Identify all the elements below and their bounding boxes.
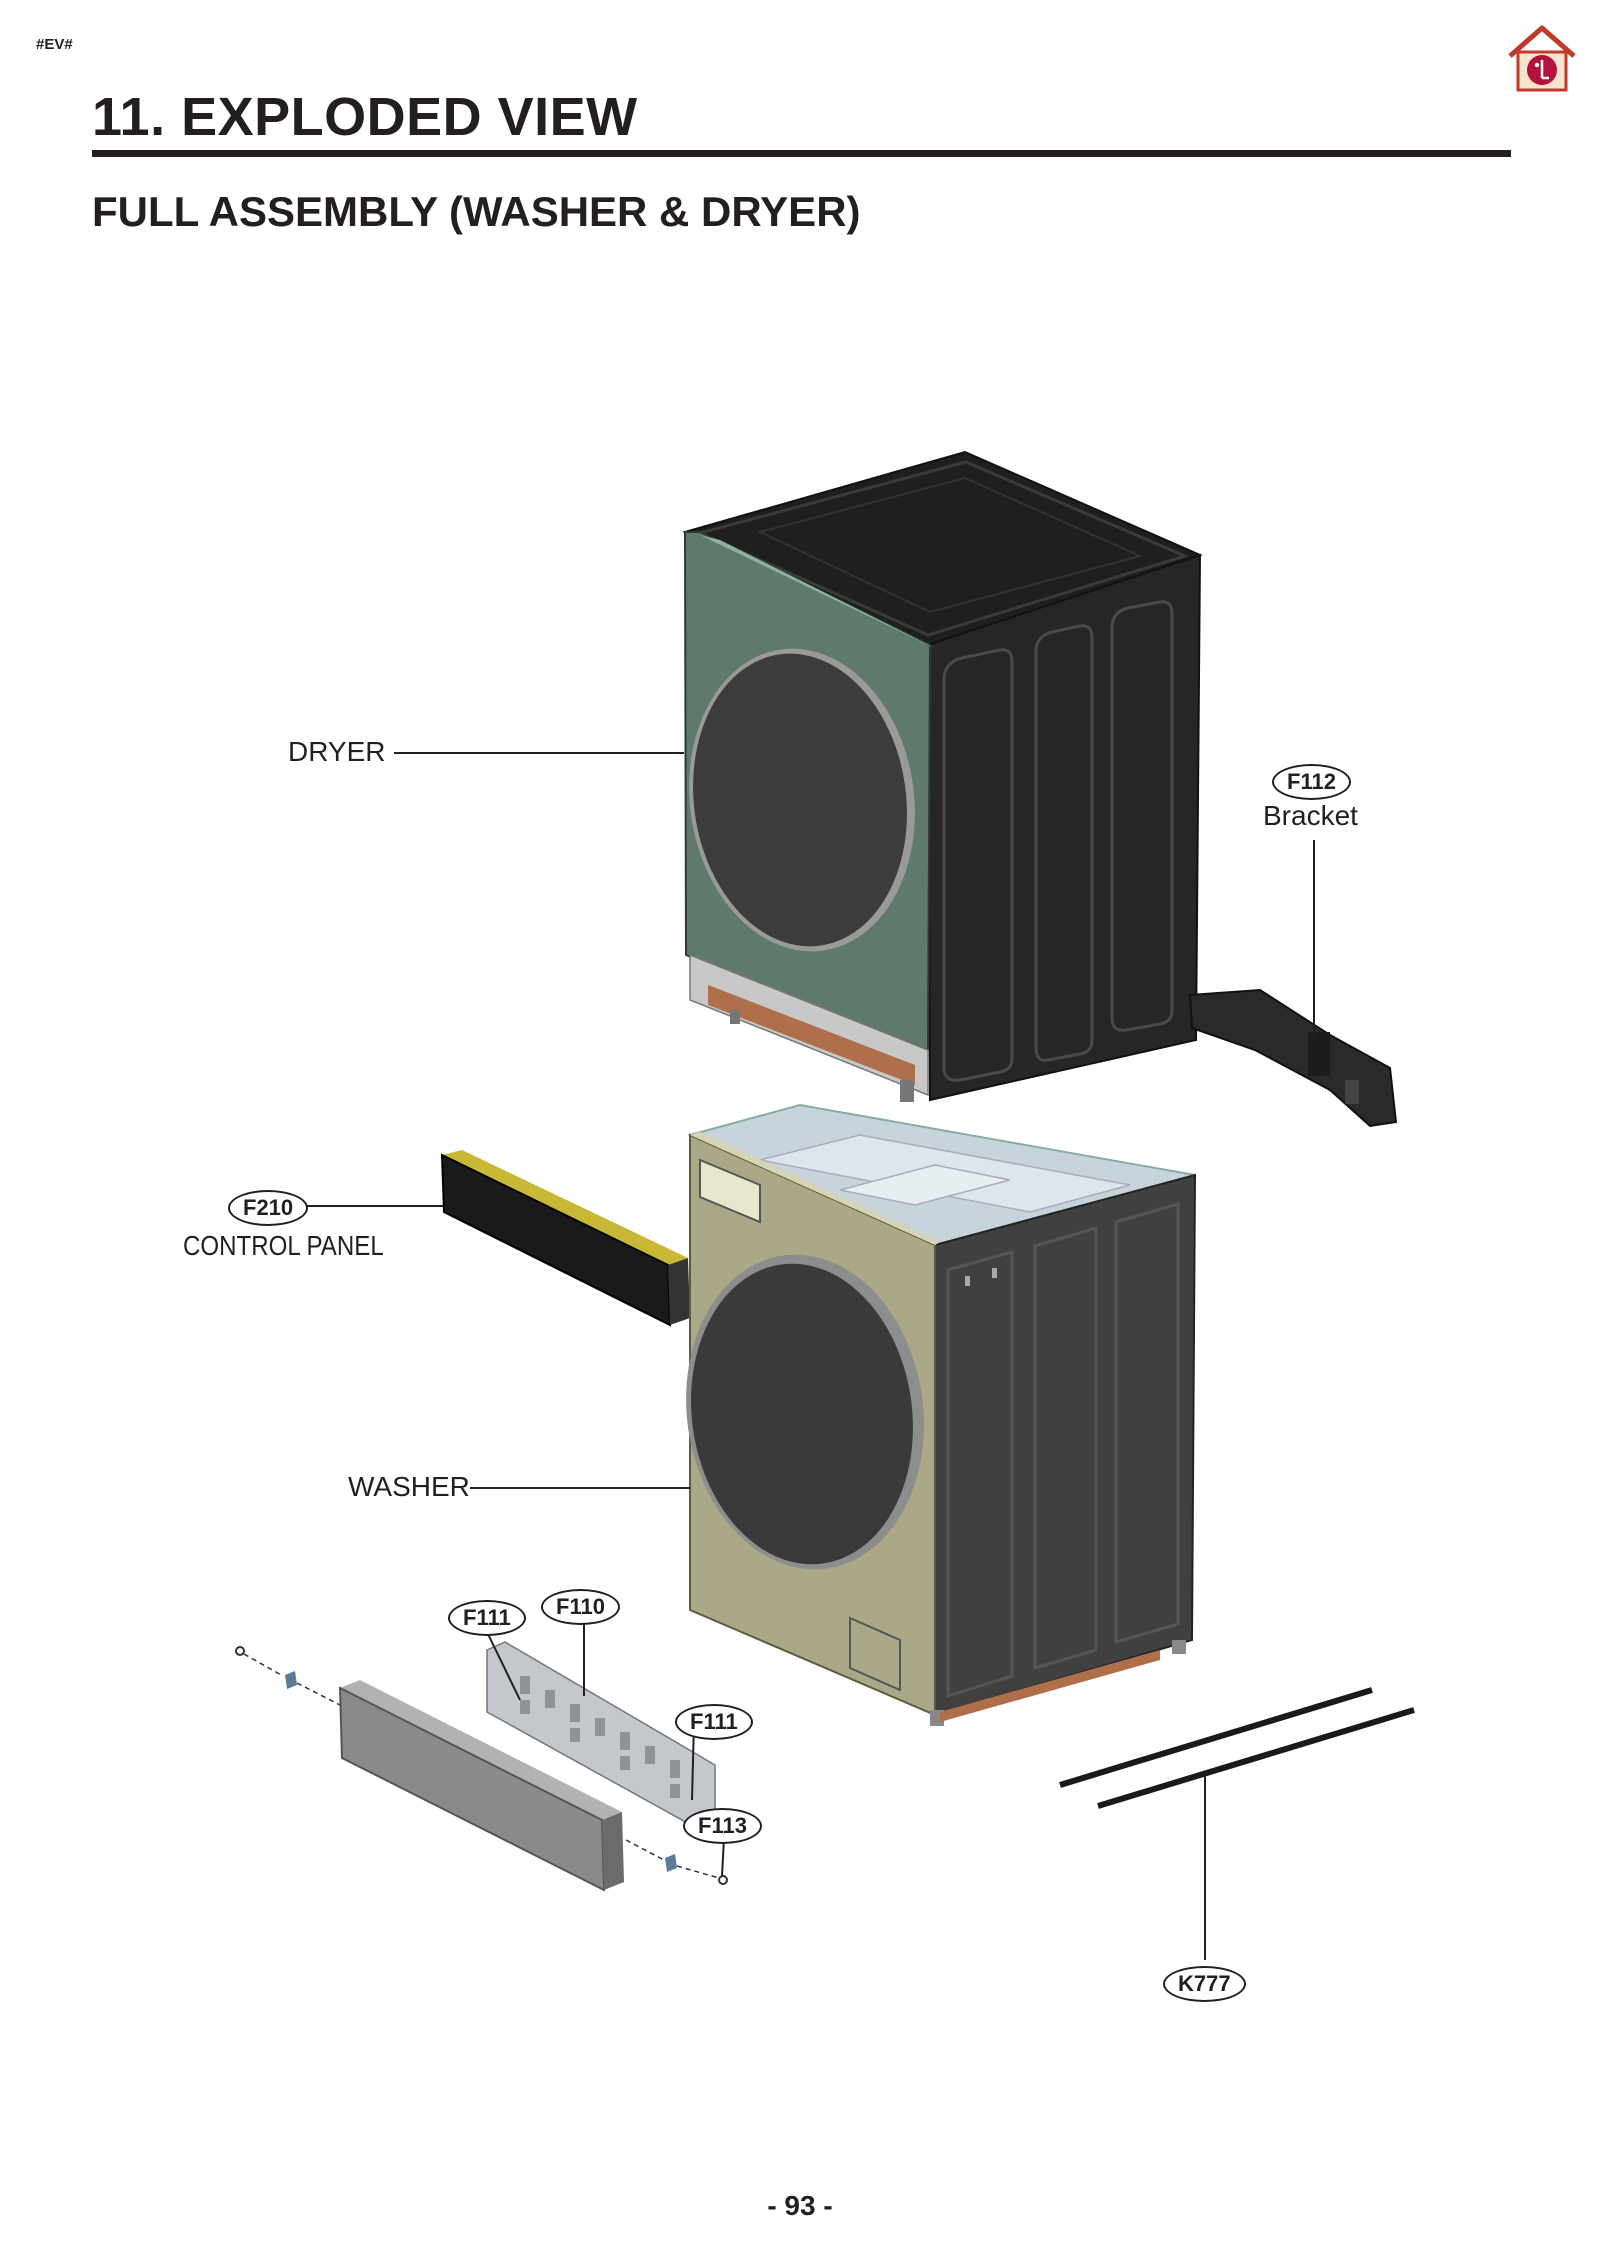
washer-label: WASHER: [348, 1471, 470, 1502]
control-panel-part: [440, 1150, 690, 1327]
kick-plate-assembly: [235, 1641, 728, 1892]
bracket-label: Bracket: [1263, 800, 1358, 831]
lg-home-logo-icon: [1508, 25, 1576, 92]
title-rule: [92, 150, 1511, 157]
part-code-f111-left: F111: [448, 1600, 526, 1636]
part-code-f210: F210: [228, 1190, 309, 1226]
part-code-f112: F112: [1272, 764, 1351, 800]
dryer-label: DRYER: [288, 736, 386, 767]
page-title: 11. EXPLODED VIEW: [92, 87, 638, 147]
part-code-k777: K777: [1163, 1966, 1246, 2002]
part-code-f111-right: F111: [675, 1704, 753, 1740]
washer-unit: [686, 1103, 1197, 1726]
bracket-part: [1188, 988, 1398, 1128]
control-panel-label: CONTROL PANEL: [183, 1230, 384, 1261]
document-tag: #EV#: [36, 36, 73, 53]
section-title: FULL ASSEMBLY (WASHER & DRYER): [92, 188, 861, 235]
part-code-f110: F110: [541, 1589, 620, 1625]
rail-strips: [1059, 1687, 1415, 1809]
part-code-f113: F113: [683, 1808, 762, 1844]
page-number: - 93 -: [767, 2190, 833, 2221]
leader-lines: [302, 752, 1315, 1960]
dryer-unit: [682, 450, 1203, 1102]
